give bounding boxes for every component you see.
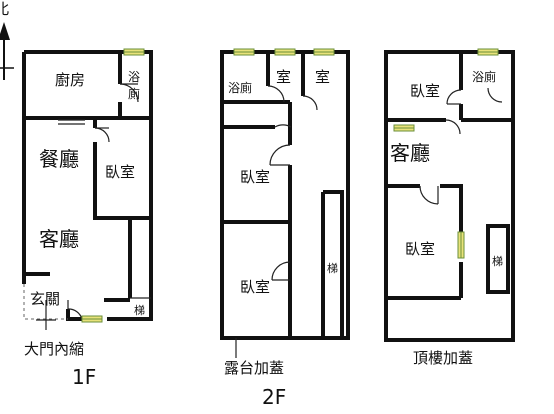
floor-note: 大門內縮: [24, 340, 84, 358]
north-arrow-icon: [0, 22, 10, 40]
room-label: 臥室: [240, 168, 270, 186]
room-label: 梯: [327, 262, 338, 275]
room-label: 浴: [128, 70, 140, 84]
room-label: 臥室: [240, 278, 270, 296]
room-label: 客廳: [39, 227, 79, 251]
room-label: 臥室: [105, 163, 135, 181]
room-label: 臥室: [405, 240, 435, 258]
room-label: 廚房: [55, 71, 85, 89]
floor-plan-2f: 浴廁 室 室 臥室 臥室 梯 露台加蓋 2F: [220, 48, 350, 409]
room-label: 玄關: [30, 290, 60, 308]
room-label: 浴廁: [228, 80, 252, 95]
room-label: 臥室: [410, 82, 440, 100]
room-label: 客廳: [390, 141, 430, 165]
room-label: 室: [315, 68, 330, 86]
room-label: 室: [276, 68, 291, 86]
floor-plan-1f: 廚房 浴 廁 餐廳 臥室 客廳 玄關 梯 大門內縮 1F: [22, 48, 153, 389]
north-arrow: 北: [0, 0, 14, 80]
room-label: 梯: [134, 304, 145, 317]
floor-title: 1F: [72, 365, 96, 389]
floor-note: 頂樓加蓋: [413, 349, 473, 367]
floor-note: 露台加蓋: [224, 359, 284, 377]
room-label: 梯: [492, 255, 503, 268]
floor-plan-roof: 臥室 浴廁 客廳 臥室 梯 頂樓加蓋: [384, 48, 515, 367]
room-label: 浴廁: [472, 69, 496, 84]
north-label: 北: [0, 0, 9, 18]
room-label: 餐廳: [39, 147, 79, 171]
floor-title: 2F: [262, 385, 286, 409]
room-label: 廁: [128, 86, 140, 101]
